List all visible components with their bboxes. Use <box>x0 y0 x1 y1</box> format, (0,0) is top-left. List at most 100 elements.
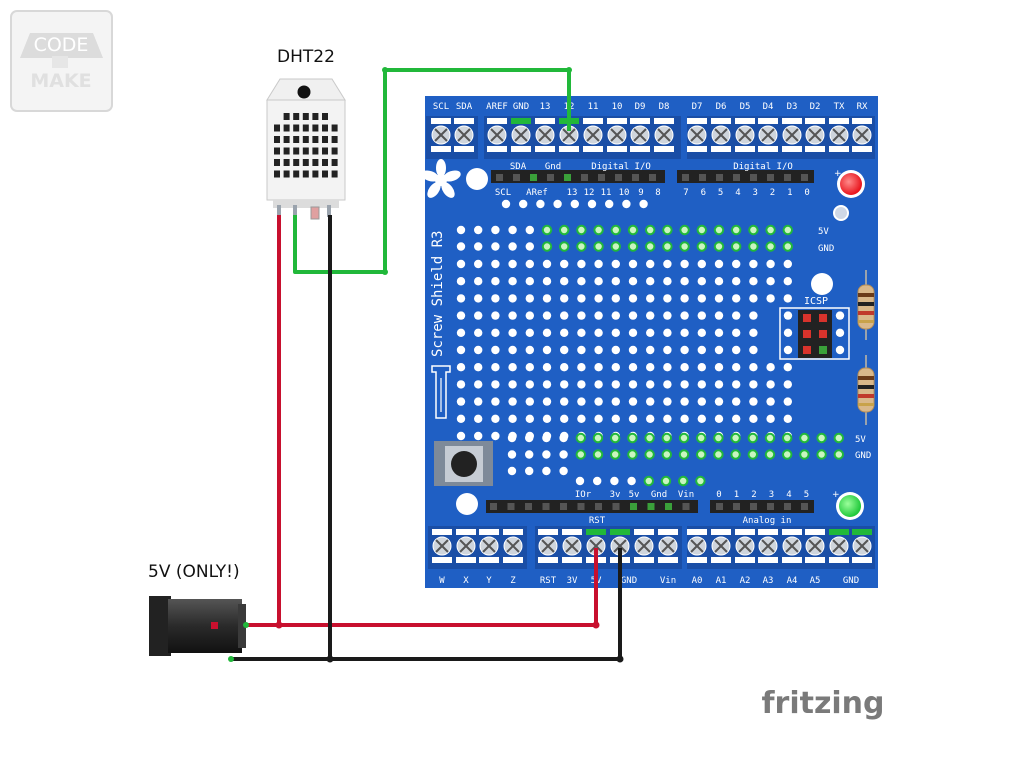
dht22-sensor: DHT22 <box>266 47 346 220</box>
proto-hole <box>799 449 810 460</box>
proto-hole <box>646 311 655 320</box>
terminal-top <box>711 118 731 124</box>
proto-hole <box>491 225 500 235</box>
proto-hole <box>542 259 552 269</box>
proto-hole <box>577 277 586 286</box>
resistor-upper <box>857 270 875 340</box>
red-led: + <box>834 169 865 198</box>
proto-hole <box>663 277 672 286</box>
proto-hole <box>593 476 602 486</box>
proto-hole <box>519 199 528 209</box>
proto-hole <box>732 328 741 337</box>
vent-slot <box>274 159 280 166</box>
proto-hole <box>714 414 724 423</box>
terminal-label: GND <box>621 576 637 586</box>
vent-slot <box>283 113 290 120</box>
analog-pin-label: 1 <box>734 490 739 500</box>
proto-hole <box>560 414 569 423</box>
icsp-header: ICSP <box>779 296 850 360</box>
vent-slot <box>312 159 319 166</box>
proto-hole <box>646 414 655 423</box>
proto-hole <box>732 294 741 303</box>
proto-hole <box>748 241 759 252</box>
proto-hole <box>696 241 707 252</box>
proto-hole <box>542 450 551 459</box>
proto-hole <box>782 241 793 252</box>
header-pin-label: 2 <box>770 188 775 198</box>
proto-hole <box>663 259 672 269</box>
vent-slot <box>312 113 319 120</box>
vent-slot <box>274 147 280 155</box>
header-pin-label: 7 <box>683 188 688 198</box>
terminal-top <box>487 118 507 124</box>
proto-hole <box>695 475 706 487</box>
vent-slot <box>302 124 309 132</box>
proto-hole <box>747 449 758 460</box>
dht22-vent-grid <box>274 113 338 178</box>
proto-hole <box>645 241 656 252</box>
proto-hole <box>731 224 742 236</box>
vent-slot <box>322 159 328 166</box>
terminal-label: A0 <box>692 576 703 586</box>
proto-hole <box>594 328 603 337</box>
proto-hole <box>525 277 534 286</box>
proto-hole <box>594 259 603 269</box>
terminal-label: D8 <box>659 102 670 112</box>
proto-hole <box>663 397 672 406</box>
data-wire <box>293 68 571 274</box>
proto-hole <box>816 432 827 444</box>
proto-hole <box>783 345 793 355</box>
header-pin-label: 4 <box>735 188 740 198</box>
proto-hole <box>627 476 636 486</box>
reset-button <box>434 441 493 486</box>
proto-hole <box>696 432 707 444</box>
proto-hole <box>508 277 517 286</box>
terminal-top <box>503 529 523 535</box>
proto-hole <box>714 259 724 269</box>
proto-hole <box>474 397 483 406</box>
terminal-label: RST <box>540 576 557 586</box>
proto-hole <box>783 397 792 406</box>
proto-hole <box>714 380 724 389</box>
proto-hole <box>559 466 568 476</box>
shield-icon <box>431 365 451 419</box>
proto-hole <box>627 224 639 236</box>
vcc-wire <box>277 215 598 627</box>
vent-slot <box>331 170 338 178</box>
proto-hole <box>474 431 483 441</box>
proto-hole <box>508 311 517 320</box>
proto-hole <box>577 294 586 303</box>
proto-hole <box>628 397 638 406</box>
proto-hole <box>577 259 586 269</box>
proto-hole <box>714 345 724 355</box>
terminal-label: D3 <box>787 102 798 112</box>
proto-hole <box>799 432 810 444</box>
proto-hole <box>577 380 586 389</box>
proto-hole <box>627 449 638 460</box>
proto-hole <box>542 433 551 443</box>
header-pin-label: 10 <box>619 188 630 198</box>
proto-hole <box>611 328 620 337</box>
mount-hole <box>456 493 478 515</box>
proto-hole <box>525 433 534 443</box>
vent-slot <box>283 170 290 178</box>
proto-hole <box>783 294 792 303</box>
rail-top-gnd: GND <box>818 244 834 254</box>
vent-slot <box>322 124 328 132</box>
terminal-top <box>538 529 558 535</box>
fritzing-logo: fritzing <box>761 686 884 721</box>
proto-hole <box>491 345 500 355</box>
dht22-label: DHT22 <box>277 47 335 67</box>
proto-hole <box>730 432 741 444</box>
proto-hole <box>507 466 517 476</box>
proto-hole <box>593 241 604 252</box>
proto-hole <box>783 414 792 423</box>
proto-hole <box>611 345 620 355</box>
proto-hole <box>560 363 569 372</box>
proto-hole <box>525 242 534 251</box>
proto-hole <box>680 328 689 337</box>
power-header: IOr 3v 5v Gnd Vin RST <box>486 490 698 526</box>
proto-hole <box>525 259 534 269</box>
